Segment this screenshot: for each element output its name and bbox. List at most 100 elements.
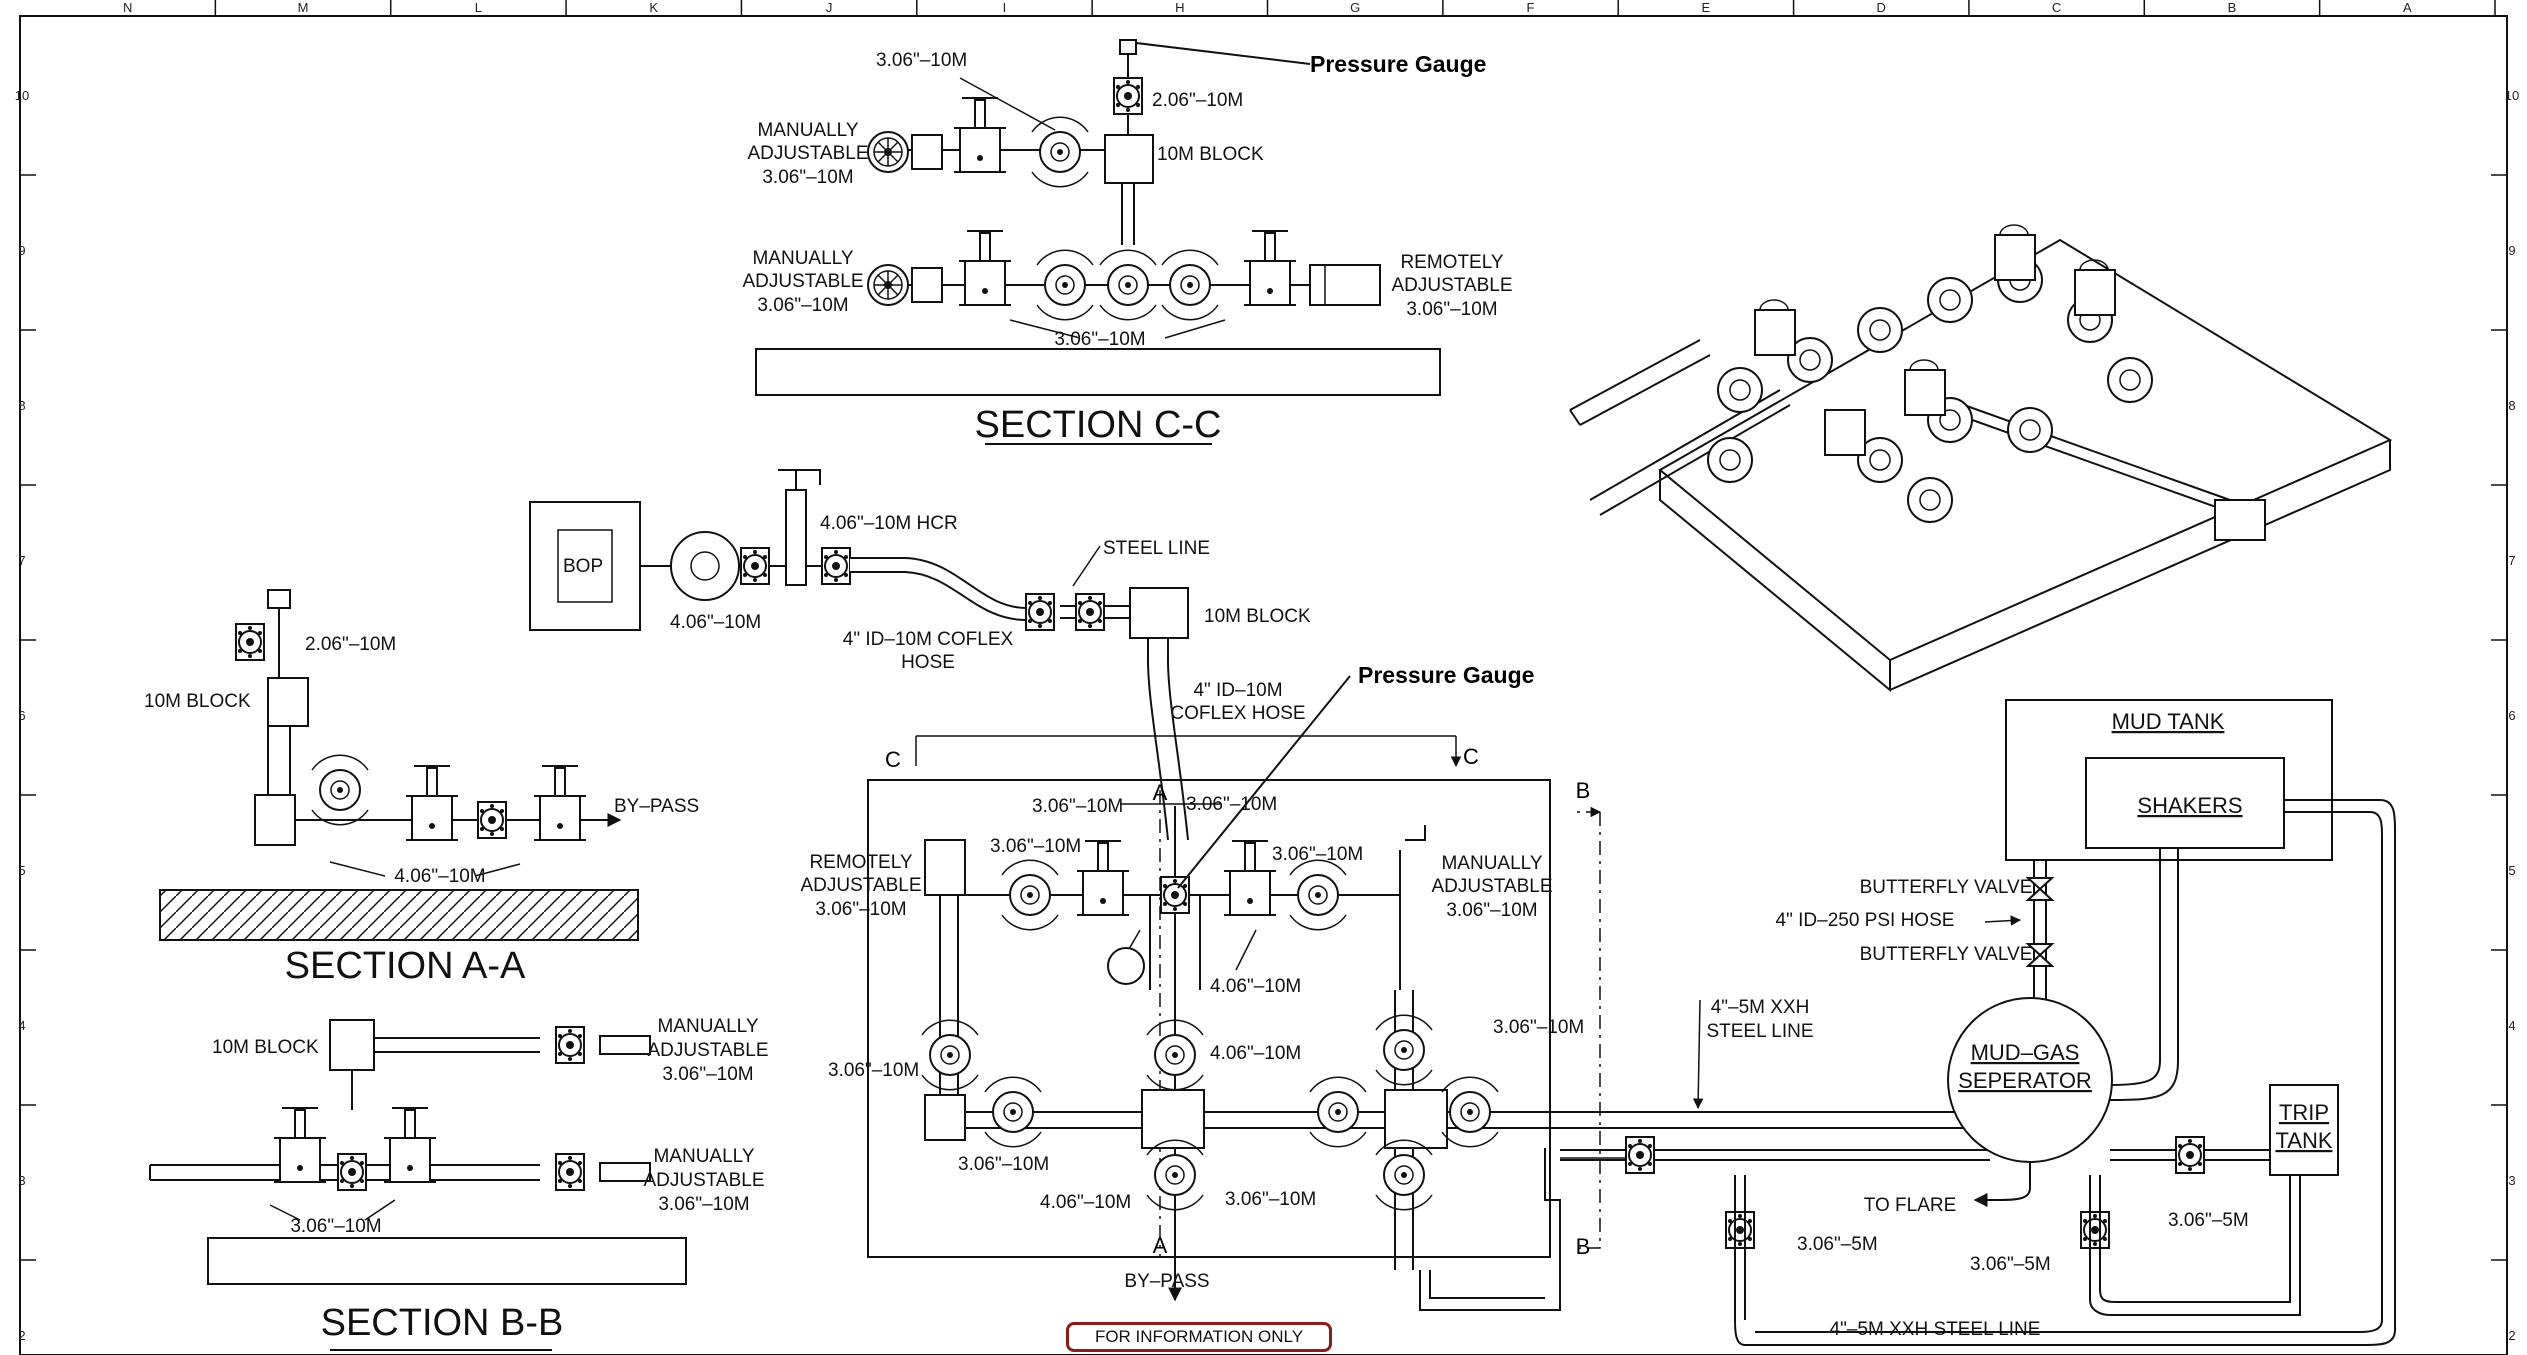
bb-manual-b-2: ADJUSTABLE <box>643 1170 764 1191</box>
butterfly-valve-1-icon <box>2025 877 2055 901</box>
section-marker-a-bottom: A <box>1153 1233 1168 1258</box>
cc-manual-b-2: ADJUSTABLE <box>742 271 863 292</box>
mf-l306-c: 3.06"–10M <box>990 836 1081 857</box>
cc-manual-a-2: ADJUSTABLE <box>747 143 868 164</box>
aa-label-206: 2.06"–10M <box>305 634 396 655</box>
bb-manual-a-1: MANUALLY <box>657 1016 758 1037</box>
mud-system-drawing <box>1692 699 2396 1346</box>
trip-tank-label-2: TANK <box>2275 1128 2332 1153</box>
butterfly-valve-2-icon <box>2025 943 2055 967</box>
pressure-gauge-mid-label: Pressure Gauge <box>1358 662 1534 688</box>
bb-manual-b-1: MANUALLY <box>653 1146 754 1167</box>
grid-row-label: 10 <box>15 88 29 103</box>
cc-label-206: 2.06"–10M <box>1152 90 1243 111</box>
mf-l306-e: 3.06"–10M <box>1493 1017 1584 1038</box>
ground-hatch <box>159 889 639 941</box>
section-marker-a-top: A <box>1153 780 1168 805</box>
bb-manual-a-2: ADJUSTABLE <box>647 1040 768 1061</box>
manifold-skid <box>867 779 1551 1258</box>
cc-remote-2: ADJUSTABLE <box>1391 275 1512 296</box>
grid-column-label: M <box>298 0 309 15</box>
grid-row-label: 10 <box>2505 88 2519 103</box>
grid-column-label: I <box>1003 0 1007 15</box>
bb-manual-b-3: 3.06"–10M <box>658 1194 749 1215</box>
mf-l406-c: 4.06"–10M <box>1040 1192 1131 1213</box>
bop-valve-label: 4.06"–10M <box>670 612 761 633</box>
section-aa-drawing <box>159 589 639 941</box>
mf-l306-b: 3.06"–10M <box>1186 794 1277 815</box>
mf-manual-1: MANUALLY <box>1441 853 1542 874</box>
block-10m-icon <box>1104 134 1154 184</box>
grid-row-label: 2 <box>2508 1328 2515 1343</box>
pressure-gauge-top-leader <box>1127 41 1311 65</box>
coflex-hose-1: 4" ID–10M <box>1193 680 1282 701</box>
block-10m-bop-icon <box>1129 587 1189 639</box>
to-flare-label: TO FLARE <box>1864 1195 1957 1216</box>
section-bb-base <box>207 1237 687 1285</box>
section-bb-title: SECTION B-B <box>321 1302 564 1344</box>
choke-manifold-drawing <box>867 675 1990 1311</box>
section-cc-title: SECTION C-C <box>975 404 1222 446</box>
cc-label-306-bottom: 3.06"–10M <box>1054 329 1145 350</box>
grid-row-label: 6 <box>2508 708 2515 723</box>
bop-hcr-label: 4.06"–10M HCR <box>820 513 958 534</box>
mf-l406-a: 4.06"–10M <box>1210 976 1301 997</box>
pressure-gauge-icon <box>1119 39 1137 55</box>
hose-label: 4" ID–250 PSI HOSE <box>1776 910 1955 931</box>
bb-label-306: 3.06"–10M <box>290 1216 381 1237</box>
section-cc-base <box>755 348 1441 396</box>
bop-steel-line-label: STEEL LINE <box>1103 538 1210 559</box>
section-bb-drawing <box>149 1019 687 1351</box>
hcr-valve-icon <box>670 531 740 601</box>
grid-row-label: 7 <box>18 553 25 568</box>
mf-manual-2: ADJUSTABLE <box>1431 876 1552 897</box>
mf-l306-g: 3.06"–10M <box>958 1154 1049 1175</box>
butterfly-valve-2-label: BUTTERFLY VALVE <box>1860 944 2033 965</box>
separator-label-2: SEPERATOR <box>1958 1068 2092 1093</box>
aa-bypass-label: BY–PASS <box>614 796 699 817</box>
grid-row-label: 8 <box>2508 398 2515 413</box>
grid-row-label: 3 <box>18 1173 25 1188</box>
grid-column-label: A <box>2403 0 2412 15</box>
coflex-hose-2: COFLEX HOSE <box>1170 703 1305 724</box>
bop-line-drawing <box>529 469 1189 841</box>
grid-column-label: L <box>475 0 482 15</box>
grid-row-label: 5 <box>2508 863 2515 878</box>
shakers-box <box>2085 757 2285 849</box>
aa-label-406: 4.06"–10M <box>394 866 485 887</box>
grid-column-label: N <box>123 0 132 15</box>
grid-column-label: G <box>1350 0 1360 15</box>
aa-label-block: 10M BLOCK <box>144 691 251 712</box>
grid-column-label: K <box>649 0 658 15</box>
mf-remote-1: REMOTELY <box>809 852 912 873</box>
grid-column-label: H <box>1175 0 1184 15</box>
grid-row-label: 6 <box>18 708 25 723</box>
bop-label: BOP <box>563 556 603 577</box>
steel-line-5m-1: 4"–5M XXH <box>1711 997 1810 1018</box>
cc-manual-b-1: MANUALLY <box>752 248 853 269</box>
mf-remote-2: ADJUSTABLE <box>800 875 921 896</box>
mud-tank-box <box>2005 699 2333 861</box>
grid-row-label: 7 <box>2508 553 2515 568</box>
grid-column-label: E <box>1702 0 1711 15</box>
grid-row-label: 4 <box>2508 1018 2515 1033</box>
section-marker-c-right: C <box>1463 744 1479 769</box>
section-marker-c-left: C <box>885 747 901 772</box>
mf-manual-3: 3.06"–10M <box>1446 900 1537 921</box>
valve-5m-c-label: 3.06"–5M <box>2168 1210 2249 1231</box>
section-cc-drawing <box>755 39 1441 445</box>
grid-row-label: 9 <box>18 243 25 258</box>
grid-column-label: D <box>1877 0 1886 15</box>
shakers-label: SHAKERS <box>2137 793 2242 818</box>
bop-icon <box>529 501 641 631</box>
cc-label-306-top: 3.06"–10M <box>876 50 967 71</box>
for-information-only-stamp: FOR INFORMATION ONLY <box>1066 1322 1332 1352</box>
valve-5m-b-label: 3.06"–5M <box>1970 1254 2051 1275</box>
mf-l406-b: 4.06"–10M <box>1210 1043 1301 1064</box>
grid-row-label: 9 <box>2508 243 2515 258</box>
grid-column-label: F <box>1527 0 1535 15</box>
